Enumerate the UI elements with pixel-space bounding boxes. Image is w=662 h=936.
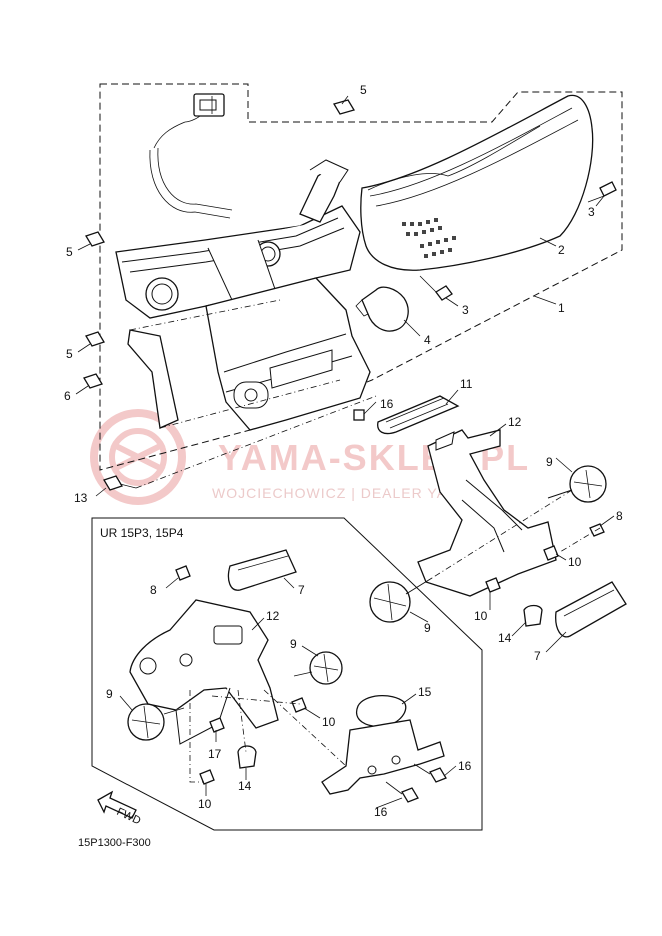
reflector-7	[555, 581, 627, 638]
callout-10-mid: 10	[474, 609, 488, 623]
watermark-logo-inner	[109, 428, 167, 486]
inset-callout-9-right: 9	[290, 637, 297, 651]
clip-5-top	[333, 99, 355, 115]
tail-housing	[115, 159, 371, 431]
watermark-subtitle: WOJCIECHOWICZ | DEALER YAMAHA	[212, 485, 491, 501]
inset-callout-14: 14	[238, 779, 252, 793]
inset-callout-7: 7	[298, 583, 305, 597]
callout-6: 6	[64, 389, 71, 403]
nut-10-a	[543, 545, 559, 561]
inset-callout-10-right: 10	[322, 715, 336, 729]
watermark-logo-mark	[110, 441, 166, 473]
callout-7: 7	[534, 649, 541, 663]
inset-nut-17	[209, 717, 225, 733]
callout-5-low: 5	[66, 347, 73, 361]
bolt-13	[103, 475, 137, 491]
inset-bracket-12	[129, 599, 279, 745]
damper-14	[523, 604, 543, 627]
inset-callout-9-left: 9	[106, 687, 113, 701]
watermark: YAMA-SKLEP.PL WOJCIECHOWICZ | DEALER YAM…	[90, 409, 528, 505]
callout-2: 2	[558, 243, 565, 257]
callout-1: 1	[558, 301, 565, 315]
screw-3-upper	[587, 181, 617, 203]
inset-bolt-16-a	[413, 763, 447, 783]
bulb	[355, 286, 409, 332]
clip-5-low	[85, 331, 105, 347]
callout-5-top: 5	[360, 83, 367, 97]
inset-signal-right	[293, 651, 343, 685]
inset-title: UR 15P3, 15P4	[100, 526, 184, 540]
callouts: 1 2 3 3 4 5 5 5 6 11 16 12 13 9 8 10 10 …	[64, 83, 623, 819]
inset-callout-10-bottom: 10	[198, 797, 212, 811]
inset-reflector-7	[227, 549, 297, 591]
callout-12: 12	[508, 415, 522, 429]
assembly-outline	[99, 83, 623, 471]
callout-4: 4	[424, 333, 431, 347]
inset-callout-8: 8	[150, 583, 157, 597]
callout-13: 13	[74, 491, 88, 505]
lens-pattern	[402, 218, 456, 258]
leader-lines	[75, 95, 615, 653]
inset-leader-lines	[119, 577, 457, 809]
bracket-12	[417, 429, 557, 597]
inset-callout-16-right: 16	[458, 759, 472, 773]
inset-nut-10-a	[291, 697, 307, 713]
inset-callout-12: 12	[266, 609, 280, 623]
inset-outline	[91, 517, 483, 831]
callout-10-right: 10	[568, 555, 582, 569]
inset-nut-10-b	[199, 769, 215, 785]
callout-9-left: 9	[424, 621, 431, 635]
callout-11: 11	[460, 377, 473, 391]
turn-signal-left	[369, 577, 433, 623]
inset-bolt-16-b	[385, 781, 419, 803]
fwd-label: FWD	[115, 806, 143, 827]
clip-6	[83, 373, 103, 389]
inset-signal-left	[127, 703, 185, 741]
inset-callout-16-bottom: 16	[374, 805, 388, 819]
wiring-harness	[149, 93, 233, 219]
screw-3-lower	[419, 275, 453, 301]
grommet-16	[353, 409, 365, 421]
callout-3-lower: 3	[462, 303, 469, 317]
inset-license-light-15	[321, 695, 445, 795]
fwd-arrow: FWD	[97, 790, 143, 827]
inset-damper-14	[237, 745, 257, 769]
callout-14: 14	[498, 631, 512, 645]
reflector-11	[377, 395, 460, 435]
diagram-code: 15P1300-F300	[78, 837, 151, 849]
callout-9-right: 9	[546, 455, 553, 469]
inset-callout-15: 15	[418, 685, 432, 699]
nut-10-b	[485, 577, 501, 593]
turn-signal-right	[547, 465, 607, 503]
callout-16: 16	[380, 397, 394, 411]
inset-nut-8	[175, 565, 191, 581]
callout-5-mid: 5	[66, 245, 73, 259]
tail-lens	[360, 94, 594, 271]
inset-callout-17: 17	[208, 747, 222, 761]
watermark-logo	[90, 409, 186, 505]
callout-3-upper: 3	[588, 205, 595, 219]
callout-8-right: 8	[616, 509, 623, 523]
clip-5-mid	[85, 231, 105, 247]
